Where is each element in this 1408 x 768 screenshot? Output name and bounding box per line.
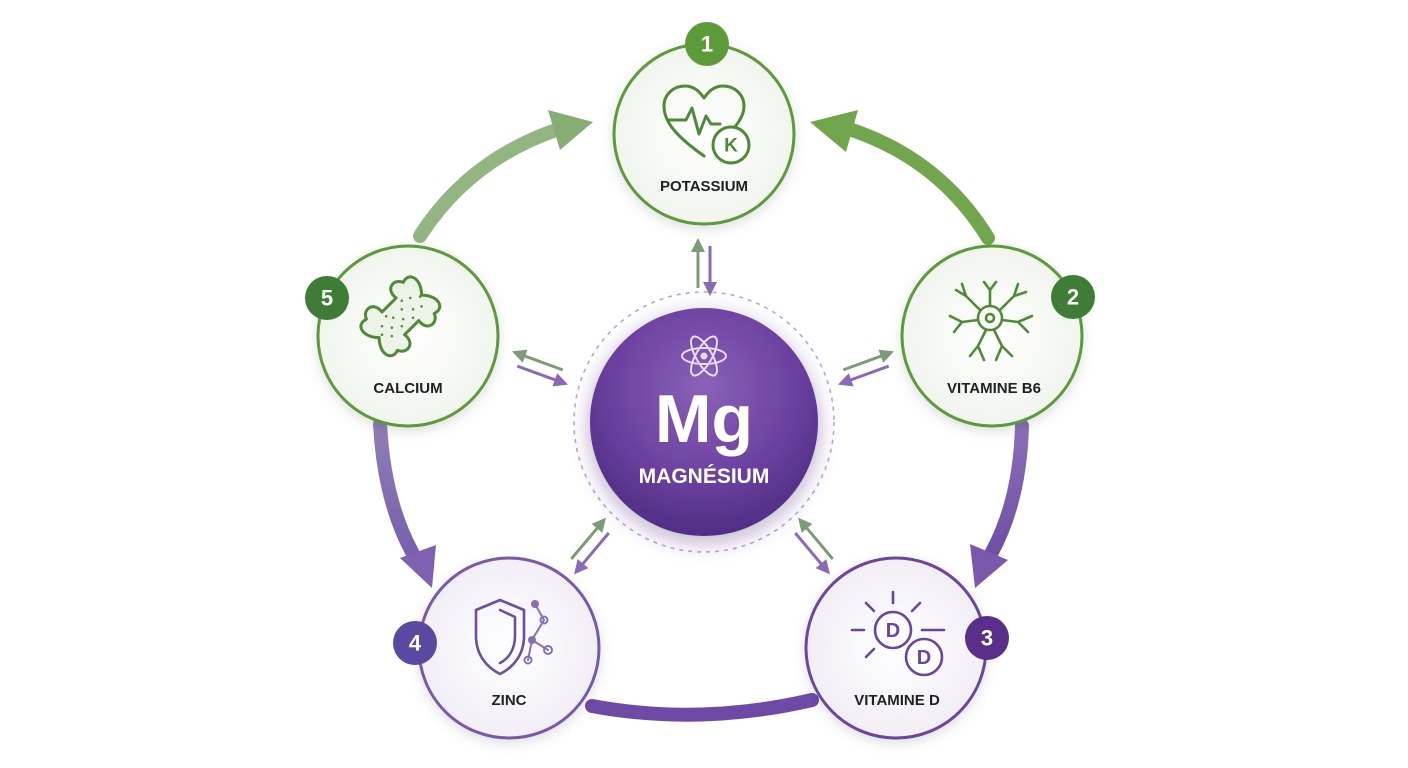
arc-b6-to-vitamind: [985, 419, 1029, 559]
arc-zinc-to-vitamind: [585, 693, 819, 722]
node-vitamine-b6: VITAMINE B6 2: [900, 244, 1095, 428]
node-calcium: CALCIUM 5: [305, 244, 500, 428]
badge-number-3: 3: [981, 626, 993, 651]
center-node: Mg MAGNÉSIUM: [590, 308, 818, 536]
node-label-potassium: POTASSIUM: [660, 178, 748, 195]
link-vitamine-d: [794, 517, 834, 575]
atom-icon: [681, 335, 727, 377]
arc-calcium-to-zinc: [373, 417, 419, 559]
heart-pulse-k-icon: K: [662, 84, 751, 165]
arrowhead-to-potassium-right: [810, 110, 858, 152]
badge-1: [685, 22, 729, 66]
cycle-arcs: [373, 110, 1029, 722]
badge-2: [1051, 275, 1095, 319]
link-calcium: [511, 349, 569, 387]
node-zinc: ZINC 4: [393, 556, 601, 740]
shield-molecule-icon: [474, 598, 553, 676]
node-label-vitamine-b6: VITAMINE B6: [947, 380, 1041, 397]
sun-vitamin-d-icon: D D: [850, 590, 946, 677]
badge-number-5: 5: [321, 286, 333, 311]
badge-3: [965, 616, 1009, 660]
neuron-icon: [948, 280, 1034, 362]
link-potassium: [691, 238, 717, 296]
link-vitamine-b6: [837, 349, 895, 387]
potassium-icon-letter: K: [724, 136, 738, 157]
badge-5: [305, 276, 349, 320]
center-halo: [573, 291, 835, 553]
node-label-calcium: CALCIUM: [373, 380, 442, 397]
node-vitamine-d: D D VITAMINE D 3: [804, 556, 1009, 740]
badge-number-2: 2: [1067, 285, 1079, 310]
node-potassium: K POTASSIUM 1: [612, 22, 796, 226]
arrowhead-to-vitamind: [970, 544, 1008, 588]
arc-calcium-to-potassium: [413, 121, 569, 243]
node-label-vitamine-d: VITAMINE D: [854, 692, 940, 709]
center-links: [511, 238, 895, 575]
link-zinc: [570, 517, 610, 575]
arrowhead-to-zinc: [400, 545, 436, 588]
vitamin-d-icon-letter-1: D: [886, 620, 900, 642]
badge-4: [393, 621, 437, 665]
arc-b6-to-potassium: [845, 123, 995, 245]
node-label-zinc: ZINC: [492, 692, 527, 709]
vitamin-d-icon-letter-2: D: [917, 647, 931, 669]
center-symbol: Mg: [655, 381, 753, 457]
badge-number-4: 4: [409, 631, 422, 656]
badge-number-1: 1: [701, 32, 713, 57]
bone-icon: [359, 275, 442, 358]
arrowhead-to-potassium-left: [548, 110, 593, 150]
center-name: MAGNÉSIUM: [639, 465, 770, 488]
